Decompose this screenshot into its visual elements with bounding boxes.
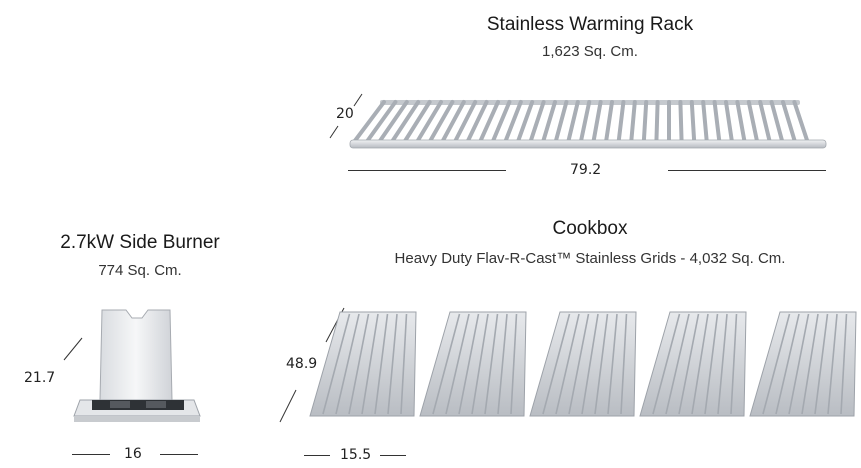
side-burner-width-line-right <box>160 454 198 455</box>
warming-rack-width-line-left <box>348 170 506 171</box>
side-burner-depth-label: 21.7 <box>24 370 56 386</box>
cookbox-title: Cookbox <box>552 218 628 239</box>
cookbox-width-label: 15.5 <box>340 447 372 463</box>
warming-rack-depth-line <box>329 93 363 139</box>
side-burner-width-line-left <box>72 454 110 455</box>
cookbox-subtitle: Heavy Duty Flav-R-Cast™ Stainless Grids … <box>394 250 786 267</box>
cookbox-grids-image <box>309 311 857 417</box>
warming-rack-width-label: 79.2 <box>570 162 602 178</box>
warming-rack-depth-label: 20 <box>336 106 354 122</box>
side-burner-depth-line <box>63 337 83 361</box>
warming-rack-image <box>349 100 827 149</box>
cookbox-depth-label: 48.9 <box>286 356 318 372</box>
side-burner-title: 2.7kW Side Burner <box>60 232 220 253</box>
warming-rack-area: 1,623 Sq. Cm. <box>542 43 638 60</box>
warming-rack-title: Stainless Warming Rack <box>486 14 694 35</box>
cookbox-width-line-left <box>304 455 330 456</box>
warming-rack-width-line-right <box>668 170 826 171</box>
side-burner-width-label: 16 <box>124 446 142 462</box>
cookbox-width-line-right <box>380 455 406 456</box>
side-burner-image <box>73 309 201 422</box>
side-burner-area: 774 Sq. Cm. <box>98 262 182 279</box>
